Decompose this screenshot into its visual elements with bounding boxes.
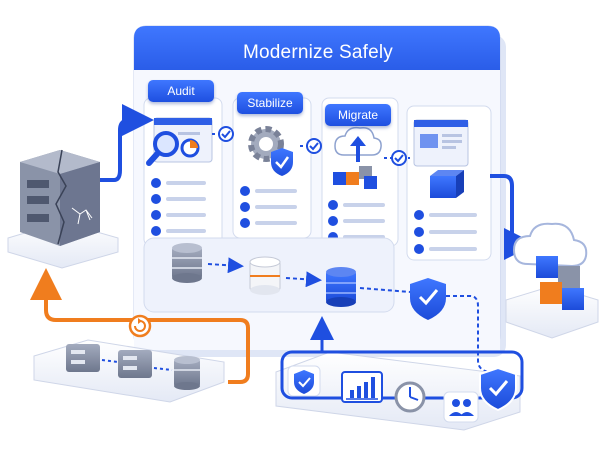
security-shield-icon bbox=[410, 278, 446, 320]
checklist-stabilize bbox=[240, 186, 297, 228]
magnifier-report-icon bbox=[146, 117, 213, 166]
stage-audit-button[interactable]: Audit bbox=[148, 80, 214, 102]
checklist-audit bbox=[151, 178, 206, 236]
shield-check-icon bbox=[287, 365, 321, 397]
stage-migrate-button[interactable]: Migrate bbox=[325, 104, 391, 126]
rollback-database-icon bbox=[174, 356, 200, 390]
app-window-icon bbox=[413, 119, 469, 198]
cracked-server-icon bbox=[20, 149, 100, 246]
stage-card-stabilize bbox=[232, 97, 312, 239]
checklist-deploy bbox=[414, 210, 477, 254]
bar-chart-icon bbox=[341, 371, 383, 403]
users-icon bbox=[443, 391, 479, 423]
data-pipeline-tray bbox=[143, 237, 395, 313]
stage-stabilize-button[interactable]: Stabilize bbox=[237, 92, 303, 114]
rollback-server-1 bbox=[66, 344, 100, 372]
rollback-server-2 bbox=[118, 350, 152, 378]
clock-icon bbox=[394, 381, 426, 413]
refresh-icon bbox=[128, 314, 152, 338]
cloud-upload-icon bbox=[333, 126, 382, 189]
cloud-icon bbox=[512, 222, 588, 310]
stage-connector-2 bbox=[300, 138, 324, 154]
panel-title: Modernize Safely bbox=[243, 42, 393, 63]
shield-check-icon bbox=[479, 366, 517, 412]
gear-shield-icon bbox=[248, 126, 293, 176]
legacy-database-icon bbox=[172, 243, 202, 283]
rollback-tray bbox=[33, 339, 225, 403]
checklist-migrate bbox=[328, 200, 385, 242]
target-cloud bbox=[505, 222, 599, 339]
stage-connector-3 bbox=[384, 150, 410, 166]
stage-connector-1 bbox=[212, 126, 234, 142]
modern-database-icon bbox=[326, 267, 356, 307]
legacy-system bbox=[7, 149, 119, 269]
staging-database-icon bbox=[249, 256, 281, 295]
